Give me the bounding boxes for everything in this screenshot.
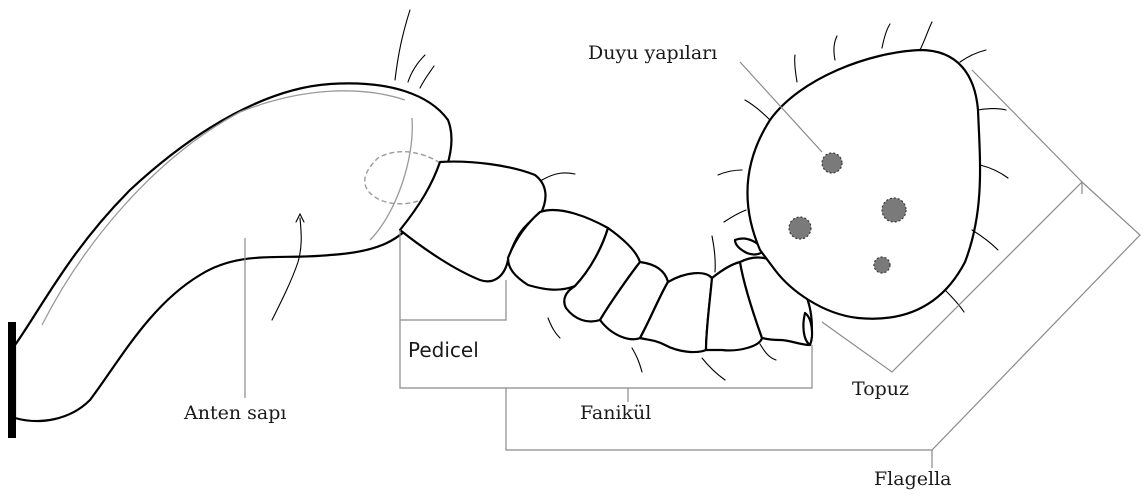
funicle xyxy=(508,210,776,380)
sensory-spot xyxy=(882,198,906,222)
label-flagella: Flagella xyxy=(874,468,951,490)
sensory-spot xyxy=(822,153,842,173)
club xyxy=(718,22,1008,345)
sensory-spot xyxy=(789,217,811,239)
scape xyxy=(15,10,451,421)
label-club: Topuz xyxy=(852,378,909,400)
label-sensory-structures: Duyu yapıları xyxy=(588,42,717,64)
sensory-spot xyxy=(874,257,890,273)
label-funicle: Fanikül xyxy=(580,402,651,424)
label-pedicel: Pedicel xyxy=(408,338,479,362)
label-scape: Anten sapı xyxy=(184,402,286,424)
